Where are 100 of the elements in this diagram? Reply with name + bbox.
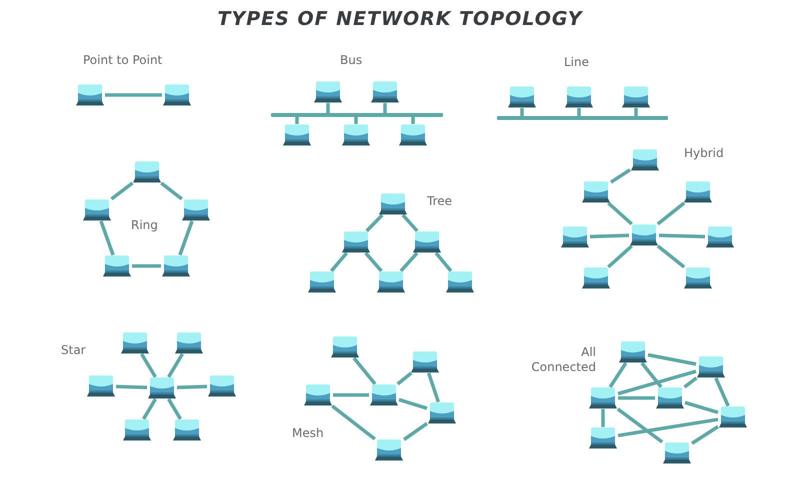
computer-icon — [282, 124, 312, 146]
network-link — [132, 264, 161, 268]
computer-icon — [161, 255, 191, 277]
computer-icon — [427, 402, 457, 424]
network-link — [684, 376, 698, 388]
network-link — [656, 244, 686, 268]
computer-icon — [655, 387, 685, 409]
computer-icon — [341, 124, 371, 146]
network-link — [142, 398, 157, 420]
network-link — [160, 182, 183, 200]
topology-label: Point to Point — [83, 53, 162, 68]
computer-icon — [86, 375, 116, 397]
bus-cable — [497, 116, 668, 120]
computer-icon — [410, 351, 440, 373]
network-link — [365, 214, 384, 232]
network-link — [610, 168, 631, 184]
network-link — [400, 252, 418, 272]
network-link — [295, 117, 299, 124]
network-link — [140, 353, 157, 378]
network-link — [178, 220, 194, 256]
computer-icon — [581, 181, 611, 203]
network-link — [577, 108, 581, 116]
network-link — [601, 409, 605, 427]
computer-icon — [683, 267, 713, 289]
network-link — [618, 418, 718, 438]
computer-icon — [172, 419, 202, 441]
network-link — [396, 372, 412, 386]
network-link — [648, 353, 696, 366]
computer-icon — [662, 442, 692, 464]
computer-icon — [412, 231, 442, 253]
computer-icon — [370, 81, 400, 103]
computer-icon — [122, 419, 152, 441]
network-link — [402, 214, 418, 232]
network-link — [403, 422, 428, 441]
network-link — [616, 408, 664, 444]
computer-icon — [705, 226, 735, 248]
topology-label: Bus — [340, 53, 362, 68]
computer-icon — [378, 193, 408, 215]
computer-icon — [398, 124, 428, 146]
computer-icon — [207, 375, 237, 397]
network-link — [116, 384, 148, 390]
network-link — [331, 404, 376, 440]
network-link — [398, 398, 428, 410]
computer-icon — [75, 84, 105, 106]
network-link — [634, 108, 638, 116]
topology-label: Hybrid — [684, 146, 724, 161]
network-link — [99, 220, 115, 256]
network-link — [352, 356, 376, 386]
network-link — [608, 362, 628, 388]
network-link — [434, 252, 452, 272]
computer-icon — [307, 271, 337, 293]
network-link — [330, 252, 348, 272]
computer-icon — [132, 161, 162, 183]
computer-icon — [174, 332, 204, 354]
network-link — [607, 202, 633, 226]
computer-icon — [507, 86, 537, 108]
topology-label: Star — [61, 343, 86, 358]
computer-icon — [313, 81, 343, 103]
network-link — [411, 117, 415, 124]
computer-icon — [581, 267, 611, 289]
network-link — [167, 353, 184, 378]
topology-label: Line — [564, 55, 590, 70]
network-link — [383, 103, 387, 113]
network-link — [427, 372, 440, 403]
network-link — [618, 370, 696, 396]
computer-icon — [102, 255, 132, 277]
computer-icon — [445, 271, 475, 293]
computer-icon — [82, 199, 112, 221]
network-link — [110, 182, 134, 200]
network-link — [714, 377, 730, 407]
network-link — [326, 103, 330, 113]
computer-icon — [621, 86, 651, 108]
topology-label: Ring — [131, 218, 158, 233]
bus-cable — [271, 113, 443, 117]
diagram-title: TYPES OF NETWORK TOPOLOGY — [216, 8, 584, 30]
network-link — [658, 234, 706, 238]
computer-icon — [162, 84, 192, 106]
topology-label: All Connected — [530, 345, 596, 375]
network-link — [618, 396, 655, 400]
computer-icon — [341, 231, 371, 253]
network-link — [684, 400, 718, 414]
network-link — [105, 93, 162, 97]
network-link — [167, 398, 182, 420]
computer-icon — [718, 406, 748, 428]
computer-icon — [630, 149, 660, 171]
computer-icon — [374, 439, 404, 461]
computer-icon — [683, 181, 713, 203]
network-link — [354, 117, 358, 124]
network-link — [640, 362, 663, 388]
computer-icon — [618, 341, 648, 363]
topology-label: Mesh — [292, 426, 324, 441]
computer-icon — [330, 336, 360, 358]
network-link — [176, 384, 208, 390]
computer-icon — [376, 271, 406, 293]
computer-icon — [181, 199, 211, 221]
computer-icon — [560, 226, 590, 248]
computer-icon — [696, 356, 726, 378]
computer-icon — [369, 384, 399, 406]
computer-icon — [588, 427, 618, 449]
computer-icon — [564, 86, 594, 108]
